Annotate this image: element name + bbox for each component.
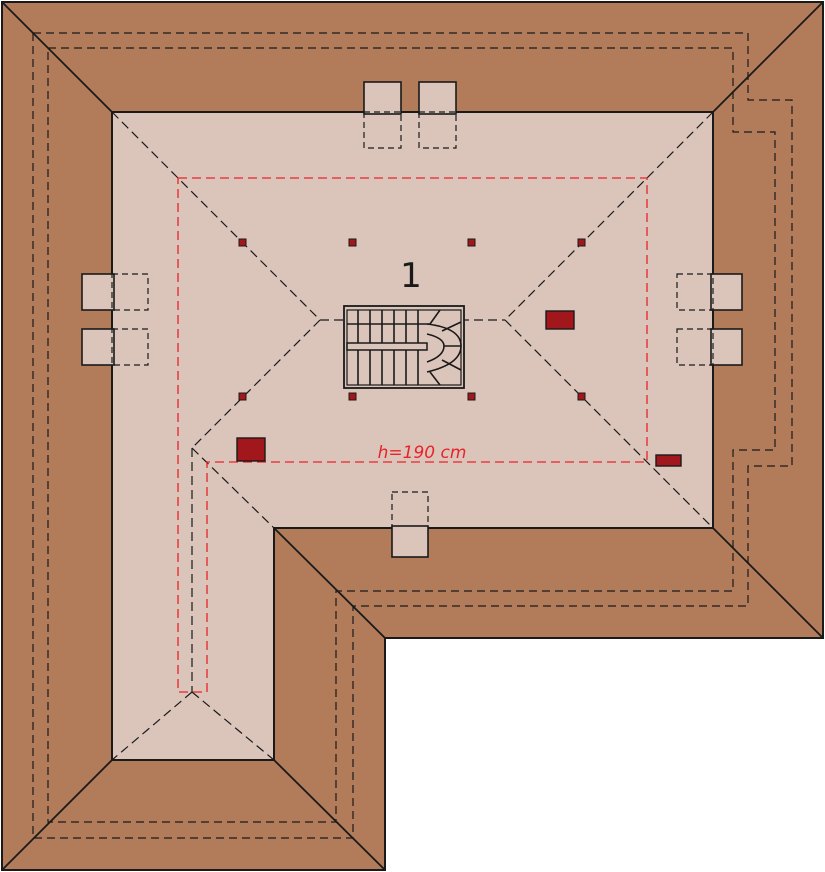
post-icon (467, 238, 476, 247)
post-icon (348, 392, 357, 401)
chimney-icon (545, 310, 575, 330)
post-icon (577, 238, 586, 247)
dormer-right-lower (676, 328, 743, 366)
post-icon (238, 238, 247, 247)
attic-floor-area (111, 111, 714, 761)
staircase-icon (343, 305, 465, 389)
post-icon (577, 392, 586, 401)
chimney-icon (236, 437, 266, 462)
post-icon (467, 392, 476, 401)
dormer-bottom (391, 491, 429, 558)
post-icon (238, 392, 247, 401)
room-number: 1 (400, 256, 422, 296)
posts (238, 238, 586, 401)
post-icon (348, 238, 357, 247)
chimney-icon (655, 454, 682, 467)
dormer-right-upper (676, 273, 743, 311)
clearance-height-label: h=190 cm (378, 443, 467, 463)
eave-line-inner (47, 47, 776, 823)
dormer-top-right (418, 81, 457, 149)
dormer-top-left (363, 81, 402, 149)
dormer-left-upper (81, 273, 149, 311)
dormer-left-lower (81, 328, 149, 366)
clearance-line-190cm (177, 177, 648, 693)
